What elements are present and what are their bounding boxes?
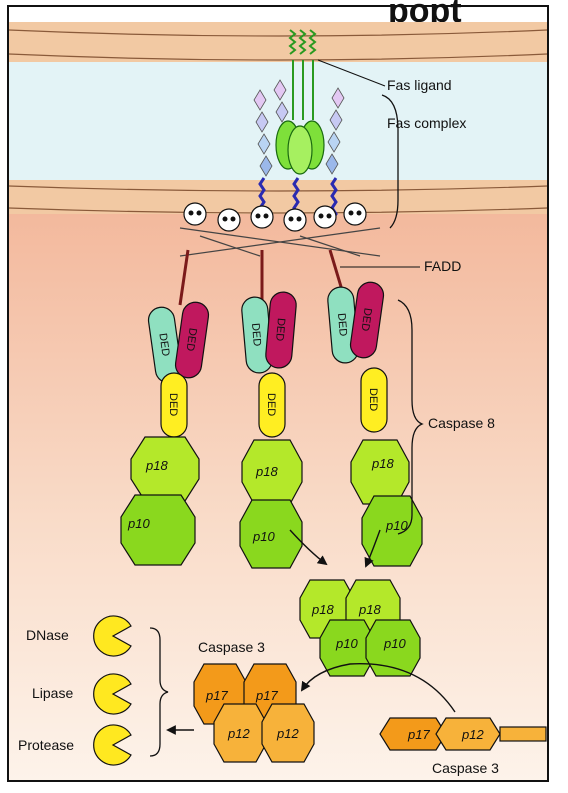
- leader-lines: [317, 59, 420, 268]
- death-domains: [179, 202, 381, 257]
- caspase3-pro-label: Caspase 3: [432, 760, 499, 776]
- ded-label: DED: [183, 327, 198, 352]
- p12-label: p12: [276, 726, 299, 741]
- p10-label: p10: [385, 518, 408, 533]
- p17-label: p17: [407, 727, 430, 742]
- ded-label: DED: [249, 323, 263, 347]
- protease-pacman: [93, 724, 132, 766]
- caspase8-label: Caspase 8: [428, 415, 495, 431]
- braces: [149, 94, 424, 757]
- activation-arrows: [166, 529, 456, 735]
- p12-label: p12: [227, 726, 250, 741]
- figure-frame: [7, 5, 549, 782]
- caspase8-chain-middle: DED DED DED p18 p10: [239, 291, 303, 569]
- upper-membrane: [8, 22, 548, 62]
- p18-label: p18: [311, 602, 334, 617]
- p18-label: p18: [371, 456, 394, 471]
- p10-label: p10: [252, 529, 275, 544]
- arrow-caspase8-right: [364, 529, 381, 568]
- ded-label: DED: [273, 317, 287, 341]
- fas-ligand: [288, 29, 317, 120]
- fas-ligand-label: Fas ligand: [387, 77, 452, 93]
- plasma-membrane: [8, 180, 548, 214]
- p18-label: p18: [358, 602, 381, 617]
- p18-label: p18: [145, 458, 168, 473]
- extracellular-space: [9, 62, 547, 182]
- ded-label: DED: [156, 332, 171, 357]
- ded-label: DED: [358, 307, 373, 332]
- caspase8-brace: [397, 299, 424, 535]
- ded-label: DED: [167, 393, 179, 416]
- arrow-caspase3-activation: [300, 663, 456, 713]
- caspase3-active-label: Caspase 3: [198, 639, 265, 655]
- fas-complex-label: Fas complex: [387, 115, 466, 131]
- ded-label: DED: [265, 393, 277, 416]
- caspase8-chain-right: DED DED DED p18 p10: [327, 281, 423, 567]
- arrow-caspase8-middle: [289, 529, 328, 566]
- p10-label: p10: [335, 636, 358, 651]
- ded-label: DED: [335, 313, 349, 337]
- p12-label: p12: [461, 727, 484, 742]
- p17-label: p17: [255, 688, 278, 703]
- p10-label: p10: [127, 516, 150, 531]
- active-caspase8: p18 p18 p10 p10: [299, 579, 421, 677]
- caspase8-chain-left: DED DED DED p18 p10: [120, 301, 210, 566]
- protease-label: Protease: [18, 737, 74, 753]
- procaspase3: p17 p12: [379, 717, 547, 751]
- fas-receptors: [253, 79, 345, 177]
- active-caspase3: p17 p17 p12 p12: [193, 663, 315, 763]
- effector-enzymes: [93, 615, 132, 766]
- lipase-pacman: [93, 673, 132, 715]
- p17-label: p17: [205, 688, 228, 703]
- p10-label: p10: [383, 636, 406, 651]
- dnase-pacman: [93, 615, 132, 657]
- effectors-brace: [149, 627, 169, 757]
- fas-complex-brace: [381, 94, 399, 229]
- fas-ligand-trimer: [275, 120, 325, 175]
- fadd-label: FADD: [424, 258, 461, 274]
- p18-label: p18: [255, 464, 278, 479]
- dnase-label: DNase: [26, 627, 69, 643]
- ded-label: DED: [367, 388, 379, 411]
- lipase-label: Lipase: [32, 685, 73, 701]
